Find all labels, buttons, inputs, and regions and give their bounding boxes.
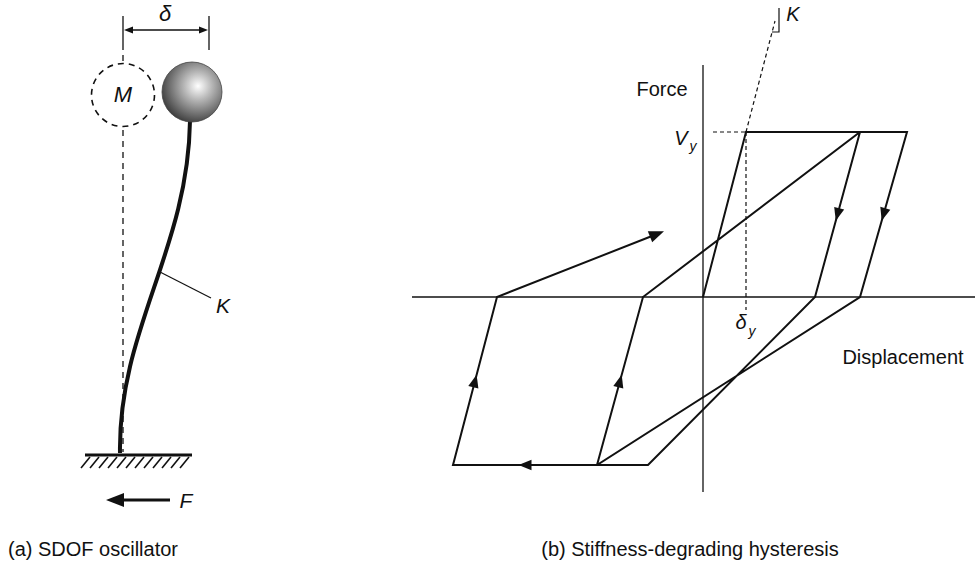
direction-arrowhead xyxy=(468,375,478,389)
mass-outline-dashed: M xyxy=(90,62,156,128)
direction-arrowhead xyxy=(519,460,532,470)
caption: (b) Stiffness-degrading hysteresis xyxy=(541,539,839,559)
force-label: F xyxy=(180,490,193,511)
column xyxy=(120,121,190,453)
hatch-stroke xyxy=(171,457,180,468)
hatch-stroke xyxy=(99,457,108,468)
slope-mark xyxy=(772,8,779,32)
hatch-stroke xyxy=(162,457,171,468)
force-arrow xyxy=(122,499,170,502)
hysteresis-loop xyxy=(453,132,907,465)
mass-sphere xyxy=(162,62,222,122)
direction-arrowhead xyxy=(880,207,890,221)
original-axis-dashed xyxy=(122,44,123,62)
dimension-arrowhead xyxy=(199,27,208,34)
dimension-label: δ xyxy=(159,3,171,25)
leader-line xyxy=(160,272,211,298)
dimension-arrowhead xyxy=(124,27,133,34)
force-arrowhead xyxy=(106,493,124,507)
yield-guide xyxy=(713,21,775,310)
hatch-stroke xyxy=(126,457,135,468)
subscript: y xyxy=(749,324,756,338)
hatch-stroke xyxy=(90,457,99,468)
hatch-stroke xyxy=(144,457,153,468)
caption: (a) SDOF oscillator xyxy=(8,539,178,559)
stiffness-label: K xyxy=(786,4,799,24)
force-axis xyxy=(702,65,703,492)
direction-arrowhead xyxy=(613,375,623,389)
hatch-stroke xyxy=(108,457,117,468)
stiffness-label: K xyxy=(216,295,230,316)
yield-displacement-label: δ xyxy=(735,312,746,332)
yield-force-label: V xyxy=(674,128,687,148)
hatch-stroke xyxy=(117,457,126,468)
ground-hatch xyxy=(81,457,189,468)
subscript: y xyxy=(690,139,697,153)
direction-arrowhead xyxy=(834,207,844,221)
ground-line xyxy=(85,454,192,457)
axis-title: Displacement xyxy=(842,347,963,367)
hatch-stroke xyxy=(153,457,162,468)
mass-label: M xyxy=(90,62,156,128)
hatch-stroke xyxy=(81,457,90,468)
hatch-stroke xyxy=(180,457,189,468)
axis-title: Force xyxy=(636,79,687,99)
direction-arrows xyxy=(468,207,890,470)
direction-arrowhead xyxy=(648,231,664,242)
hatch-stroke xyxy=(135,457,144,468)
